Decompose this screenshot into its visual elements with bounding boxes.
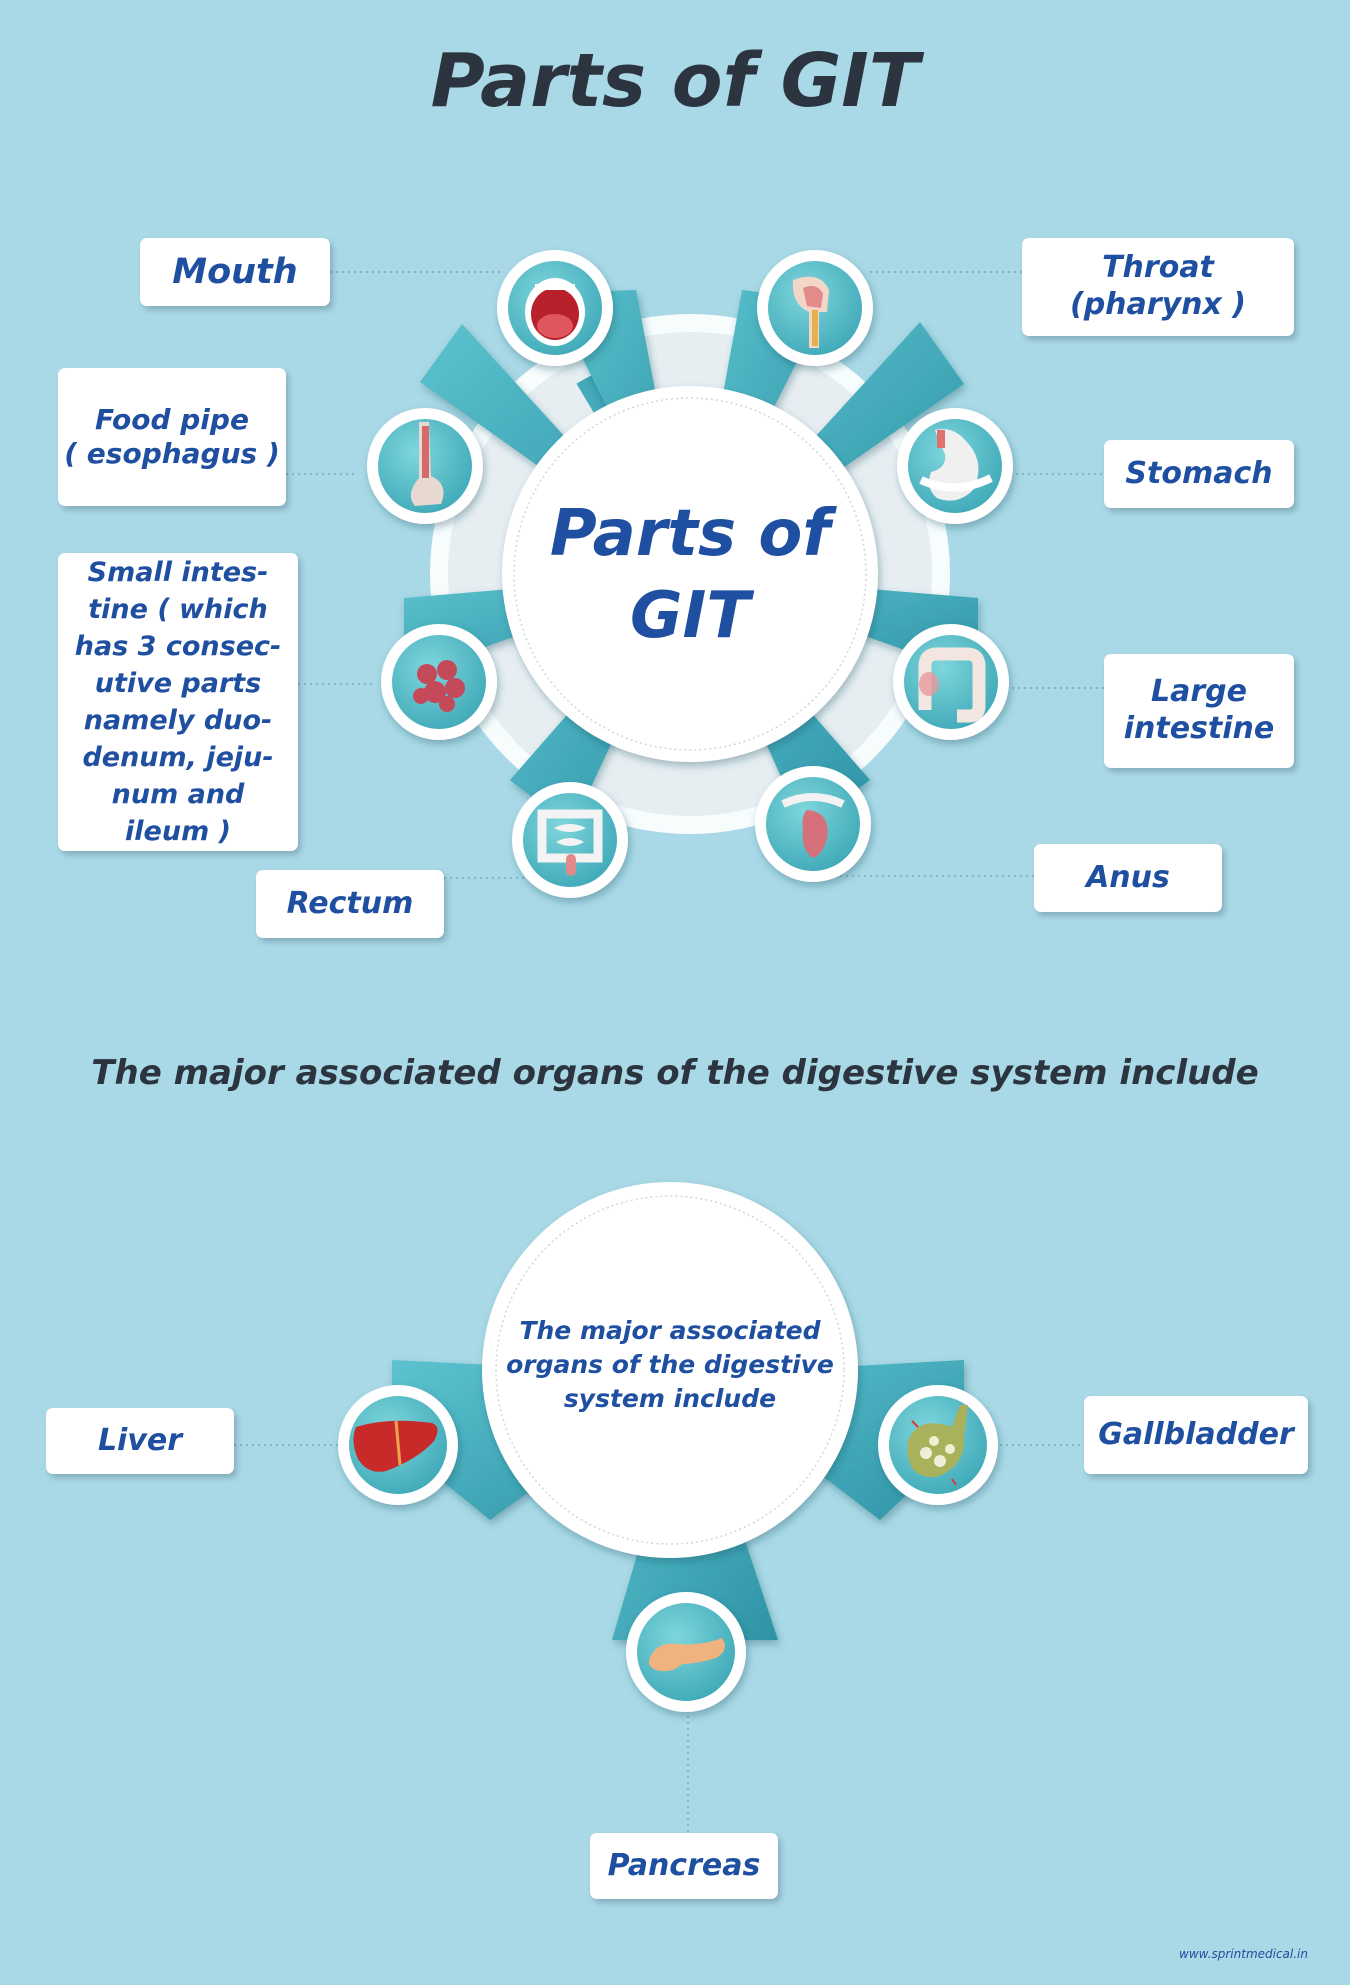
- label-rectum: Rectum: [256, 870, 444, 938]
- label-large-intestine: Large intestine: [1104, 654, 1294, 768]
- label-liver: Liver: [46, 1408, 234, 1474]
- label-gallbladder: Gallbladder: [1084, 1396, 1308, 1474]
- label-anus: Anus: [1034, 844, 1222, 912]
- label-throat: Throat (pharynx ): [1022, 238, 1294, 336]
- rectum-icon: [512, 782, 628, 898]
- label-mouth: Mouth: [140, 238, 330, 306]
- label-pancreas: Pancreas: [590, 1833, 778, 1899]
- label-stomach: Stomach: [1104, 440, 1294, 508]
- page-title: Parts of GIT: [430, 38, 920, 124]
- organs-hub-text: The major associated organs of the diges…: [506, 1316, 834, 1413]
- liver-icon: [338, 1385, 458, 1505]
- organs-ring: [392, 1182, 964, 1640]
- footer-url: www.sprintmedical.in: [1179, 1947, 1308, 1961]
- pancreas-icon: [626, 1592, 746, 1712]
- large-intestine-icon: [893, 624, 1009, 740]
- anus-icon: [755, 766, 871, 882]
- git-ring: [404, 290, 978, 834]
- label-esophagus: Food pipe ( esophagus ): [58, 368, 286, 506]
- connector-lines: [234, 271, 1104, 1835]
- gallbladder-icon: [878, 1385, 998, 1505]
- stomach-icon: [897, 408, 1013, 524]
- icon-bubbles: [367, 250, 1013, 898]
- throat-icon: [757, 250, 873, 366]
- hub-title: Parts of GIT: [549, 497, 831, 653]
- esophagus-icon: [367, 408, 483, 524]
- label-small-intestine: Small intes- tine ( which has 3 consec- …: [58, 553, 298, 851]
- small-intestine-icon: [381, 624, 497, 740]
- mouth-icon: [497, 250, 613, 366]
- organs-subtitle: The major associated organs of the diges…: [91, 1053, 1259, 1093]
